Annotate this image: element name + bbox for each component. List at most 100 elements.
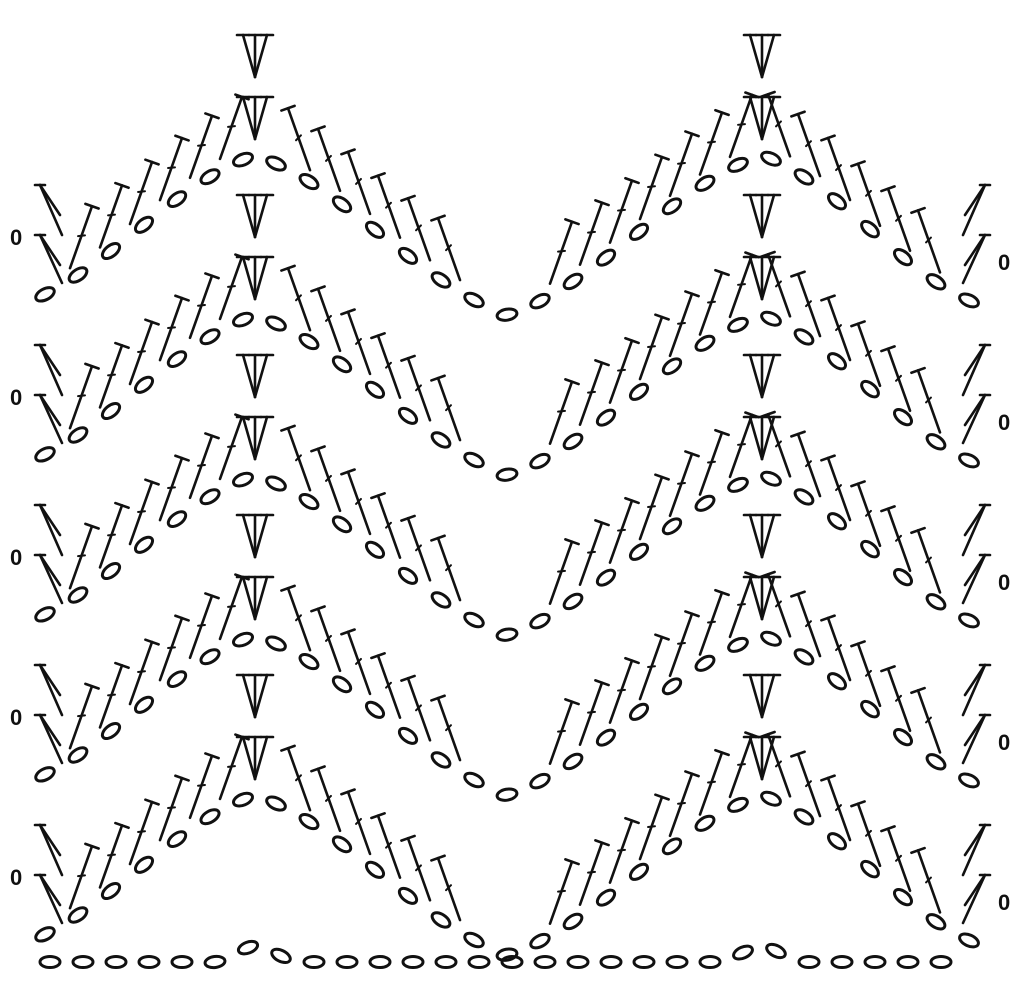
treble-stitch [820,614,852,682]
chain-oval [925,913,947,931]
treble-stitch [698,748,730,816]
chain-oval [661,677,683,696]
chain-oval [529,772,551,790]
chain-oval [958,772,980,789]
treble-decrease [961,873,992,925]
chain-oval [599,955,623,969]
chain-oval [265,315,287,332]
chain-oval [628,222,650,241]
treble-stitch [790,110,822,178]
chain-oval [628,702,650,721]
treble-stitch [68,522,100,590]
chain-oval [562,592,584,611]
chain-oval [727,316,749,333]
chain-oval [463,931,485,949]
chain-oval [434,955,458,969]
treble-stitch [910,526,942,594]
chain-oval [67,426,89,444]
chain-oval [727,156,749,173]
chain-oval [892,248,914,267]
treble-decrease [33,393,64,445]
row-marker-left: 0 [10,225,22,250]
chain-oval [463,291,485,309]
treble-stitch [188,752,220,820]
chain-oval [467,955,491,969]
treble-fan-peak [742,673,782,719]
chain-oval [364,700,386,719]
treble-stitch [608,496,640,564]
treble-fan-peak [742,95,782,141]
chain-oval [595,408,617,427]
treble-fan-peak [742,353,782,399]
chain-oval [34,766,56,783]
treble-stitch [548,378,580,445]
treble-stitch [310,605,342,673]
chain-oval [331,195,353,214]
treble-stitch [728,91,760,159]
treble-stitch [98,181,130,249]
edge-layer [33,183,992,925]
chain-oval [199,808,221,826]
chain-oval [236,939,260,956]
chain-oval [958,612,980,629]
treble-stitch [820,454,852,522]
treble-stitch [910,366,942,434]
treble-stitch [728,411,760,479]
chain-oval [298,332,320,351]
treble-fan-peak [742,193,782,239]
treble-decrease [33,183,64,237]
treble-decrease [33,553,64,605]
chain-oval [364,380,386,399]
treble-stitch [430,374,462,442]
chain-oval [727,636,749,653]
row-marker-left: 0 [10,385,22,410]
chain-oval [694,654,716,672]
chain-oval [925,273,947,291]
chain-oval [863,955,887,969]
chain-oval [892,408,914,427]
chain-oval [199,328,221,346]
chain-oval [929,955,953,969]
chain-oval [529,452,551,470]
chain-oval [397,566,419,585]
chain-oval [896,955,920,969]
chain-oval [860,539,880,559]
chain-oval [100,561,122,581]
treble-stitch [370,651,402,719]
chain-oval [892,568,914,587]
chain-oval [203,954,227,970]
treble-stitch [158,454,190,522]
treble-stitch [608,816,640,884]
chain-oval [71,955,95,969]
chain-oval [430,271,452,289]
chain-oval [232,311,254,328]
chain-oval [265,475,287,492]
chain-oval [595,568,617,587]
chain-oval [595,888,617,907]
chain-oval [495,627,519,642]
chain-oval [100,241,122,261]
chain-oval [368,955,392,969]
treble-fan-peak [235,673,275,719]
chain-oval [562,752,584,771]
treble-fan-peak [742,735,782,781]
treble-stitch [340,308,372,376]
chain-oval [34,926,56,943]
row-marker-right: 0 [998,730,1010,755]
treble-stitch [638,313,670,381]
chain-oval [364,540,386,559]
chain-oval [67,906,89,924]
treble-fan-peak [235,353,275,399]
chain-oval [133,695,155,714]
chain-oval [793,168,815,186]
treble-stitch [340,148,372,216]
chain-oval [793,328,815,346]
chain-oval [199,488,221,506]
chain-oval [430,911,452,929]
treble-decrease [33,713,64,765]
treble-stitch [68,682,100,750]
chain-oval [495,307,519,322]
chain-oval [463,451,485,469]
treble-stitch [430,694,462,762]
treble-fan-peak [235,193,275,239]
